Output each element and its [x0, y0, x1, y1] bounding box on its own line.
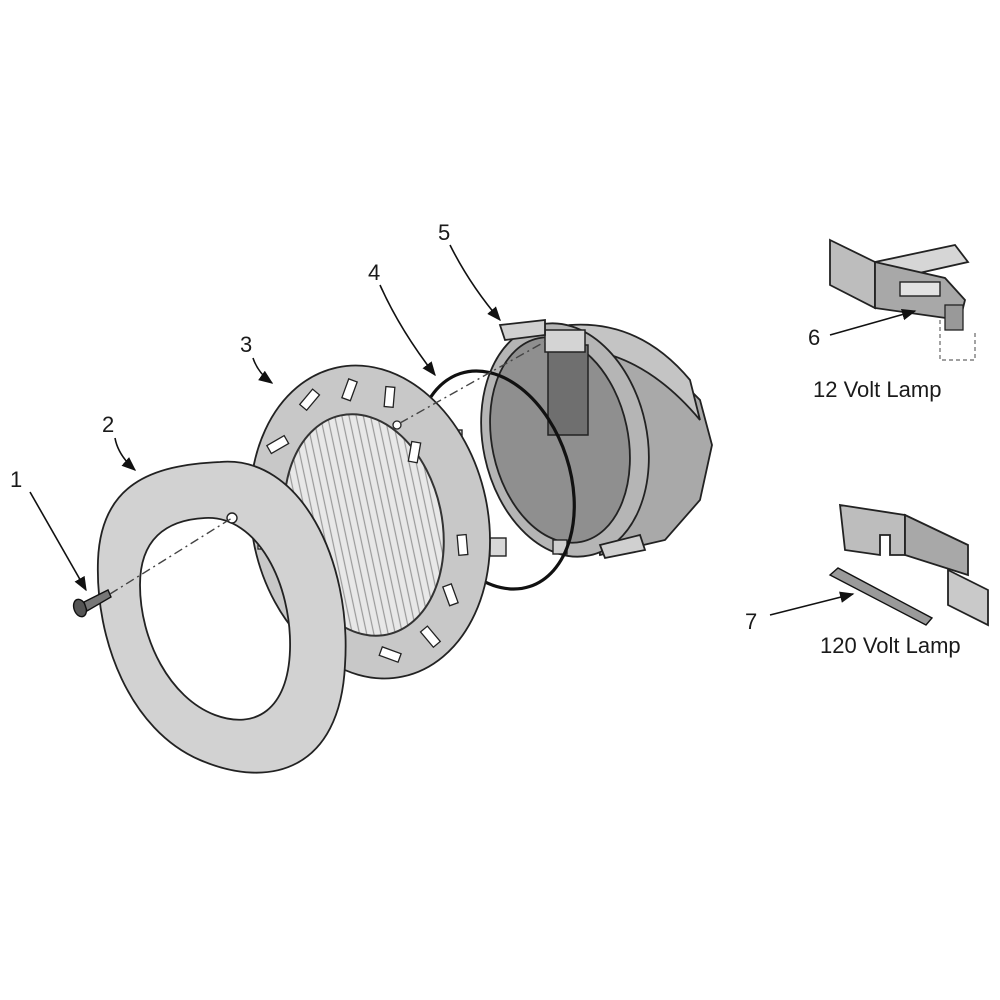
lens-screw-hole	[392, 420, 402, 430]
alignment-line-rear	[399, 339, 549, 424]
screw-shaft	[83, 589, 112, 613]
housing-tab-bottom	[598, 533, 647, 560]
leader-7	[769, 591, 855, 616]
lamp-120v-part	[828, 503, 989, 627]
callout-5: 5	[438, 220, 450, 245]
bracket-120v-side	[904, 513, 969, 577]
caption-120v-lamp: 120 Volt Lamp	[820, 633, 961, 658]
housing-socket-block	[547, 344, 589, 436]
housing-tab-top	[498, 318, 546, 341]
lamp-120v-tube	[828, 567, 934, 626]
alignment-line-front	[109, 517, 233, 595]
lamp-12v-socket-part	[829, 238, 976, 361]
leader-4	[379, 284, 436, 377]
callout-6: 6	[808, 325, 820, 350]
leader-5	[449, 244, 501, 322]
bracket-120v-tab	[947, 568, 989, 627]
leader-2	[114, 437, 137, 471]
caption-12v-lamp: 12 Volt Lamp	[813, 377, 941, 402]
callout-2: 2	[102, 412, 114, 437]
callout-4: 4	[368, 260, 380, 285]
callout-1: 1	[10, 467, 22, 492]
leader-1	[29, 491, 87, 592]
callout-3: 3	[240, 332, 252, 357]
leader-3	[252, 357, 274, 384]
leader-6	[829, 308, 917, 336]
lens-tab-3	[489, 537, 507, 557]
housing-part	[480, 318, 713, 560]
bracket-120v-plate	[838, 503, 906, 557]
terminal-12v-dashed	[939, 320, 976, 361]
face-ring	[96, 460, 347, 774]
terminal-12v	[944, 304, 964, 331]
bracket-12v-left	[829, 238, 876, 310]
leader-lines	[29, 244, 917, 616]
face-ring-hole	[226, 512, 238, 524]
callout-7: 7	[745, 609, 757, 634]
socket-12v	[899, 281, 941, 297]
housing-socket-top	[544, 329, 586, 353]
screw-part	[72, 589, 112, 618]
face-ring-part	[96, 460, 347, 774]
callout-numbers: 1 2 3 4 5 6 7	[10, 220, 820, 634]
